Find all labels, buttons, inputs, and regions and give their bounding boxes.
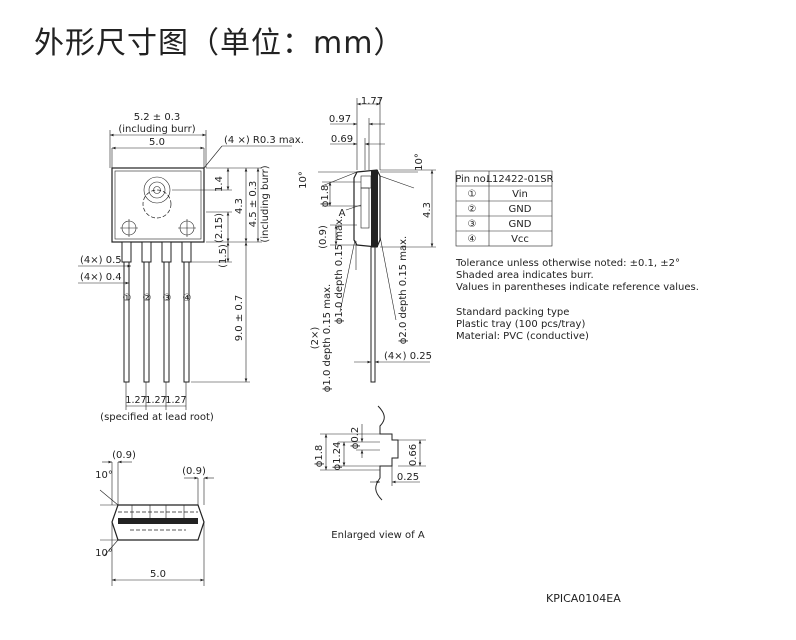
angle-bottom-top: 10°: [95, 470, 113, 481]
dim-4-3: 4.3: [234, 198, 245, 214]
dim-bottom-0-9-right: (0.9): [182, 466, 206, 477]
dim-enl-phi-1-24: ϕ1.24: [332, 442, 343, 471]
window-mid-circle: [148, 181, 166, 199]
packing-line: Material: PVC (conductive): [456, 331, 589, 342]
dim-0-97: 0.97: [329, 114, 351, 125]
front-body-inner: [114, 170, 202, 240]
dim-bottom-0-9-left: (0.9): [112, 450, 136, 461]
pin-table-cell: Vin: [512, 189, 528, 200]
dim-1-4: 1.4: [214, 176, 225, 192]
dim-pitch-note: (specified at lead root): [100, 412, 214, 423]
pin-table-cell: ③: [468, 219, 477, 230]
page-title: 外形尺寸图（单位：mm）: [34, 26, 405, 61]
packing-line: Standard packing type: [456, 307, 569, 318]
enlarged-profile: [375, 405, 399, 501]
dim-bottom-width: 5.0: [150, 569, 166, 580]
dim-pitch-2: 1.27: [145, 395, 166, 406]
depth-note-2-count: (2×): [310, 327, 321, 350]
depth-note-1: ϕ1.0 depth 0.15 max.: [334, 216, 345, 324]
front-view: ① ② ③ ④ 5.2 ± 0.3 (including burr) 5.0 (…: [78, 112, 304, 423]
note-line: Tolerance unless otherwise noted: ±0.1, …: [455, 258, 680, 269]
dim-phi-1-8: ϕ1.8: [320, 185, 331, 208]
dim-lead-thickness: (4×) 0.25: [384, 351, 432, 362]
dim-height-note: (including burr): [260, 165, 271, 242]
document-code: KPICA0104EA: [546, 592, 621, 605]
label-a: A: [339, 208, 346, 219]
pin-table-cell: ④: [468, 234, 477, 245]
dim-lead-length: 9.0 ± 0.7: [234, 295, 245, 342]
pin-table: Pin no. L12422-01SR ① Vin ② GND ③ GND ④ …: [455, 170, 554, 247]
hidden-lens-circle: [142, 189, 172, 219]
side-burr-shade: [371, 170, 378, 247]
enlarged-view-caption: Enlarged view of A: [331, 530, 425, 541]
dim-corner-radius: (4 ×) R0.3 max.: [224, 135, 304, 146]
dim-side-4-3: 4.3: [422, 202, 433, 218]
dim-width-total: 5.2 ± 0.3: [134, 112, 181, 123]
pin-table-header-pin: Pin no.: [455, 174, 489, 185]
dim-pitch-3: 1.27: [165, 395, 186, 406]
note-line: Shaded area indicates burr.: [456, 270, 594, 281]
front-leads: [121, 241, 192, 383]
dim-enl-0-25: 0.25: [397, 472, 419, 483]
dim-2-15: (2.15): [214, 213, 225, 243]
packing-notes: Standard packing type Plastic tray (100 …: [456, 307, 589, 342]
dim-height: 4.5 ± 0.3: [248, 181, 259, 228]
depth-note-2: ϕ1.0 depth 0.15 max.: [322, 284, 333, 392]
bottom-view: (0.9) (0.9) 10° 10° 5.0: [95, 450, 214, 586]
dim-0-69: 0.69: [331, 134, 353, 145]
pin-number-4: ④: [183, 293, 192, 304]
pin-number-2: ②: [143, 293, 152, 304]
pin-table-cell: GND: [509, 204, 532, 215]
window-outer-circle: [143, 176, 171, 204]
depth-note-3: ϕ2.0 depth 0.15 max.: [398, 236, 409, 344]
dim-lead-width-04: (4×) 0.4: [80, 272, 122, 283]
dim-enl-phi-0-2: ϕ0.2: [350, 427, 361, 450]
angle-right: 10°: [414, 153, 425, 171]
dim-lead-width-05: (4×) 0.5: [80, 255, 122, 266]
dim-enl-phi-1-8: ϕ1.8: [314, 445, 325, 468]
side-lead: [370, 246, 376, 383]
dim-width-body: 5.0: [149, 137, 165, 148]
pin-table-cell: ①: [468, 189, 477, 200]
dim-1-5: (1.5): [218, 244, 229, 268]
packing-line: Plastic tray (100 pcs/tray): [456, 319, 585, 330]
dim-1-77: 1.77: [361, 96, 383, 107]
pin-table-cell: GND: [509, 219, 532, 230]
dim-enl-0-66: 0.66: [408, 444, 419, 466]
tolerance-notes: Tolerance unless otherwise noted: ±0.1, …: [455, 258, 699, 293]
window-inner-circle: [153, 186, 161, 194]
pin-table-cell: Vcc: [511, 234, 529, 245]
pin-number-3: ③: [163, 293, 172, 304]
front-body-outline: [111, 167, 205, 243]
note-line: Values in parentheses indicate reference…: [456, 282, 699, 293]
angle-left: 10°: [298, 171, 309, 189]
enlarged-view-a: ϕ1.8 ϕ1.24 ϕ0.2 0.66 0.25 Enlarged view …: [314, 405, 426, 541]
dim-width-total-note: (including burr): [118, 124, 195, 135]
side-view: 1.77 0.97 0.69 10° 10° ϕ1.8 A (0.9) ϕ1.0…: [298, 96, 436, 392]
pin-number-1: ①: [123, 293, 132, 304]
angle-bottom-bottom: 10°: [95, 548, 113, 559]
dim-0-9-side: (0.9): [318, 225, 329, 249]
pin-table-cell: ②: [468, 204, 477, 215]
dim-pitch-1: 1.27: [125, 395, 146, 406]
bottom-burr-shade: [118, 518, 198, 524]
pin-table-header-part: L12422-01SR: [486, 174, 553, 185]
